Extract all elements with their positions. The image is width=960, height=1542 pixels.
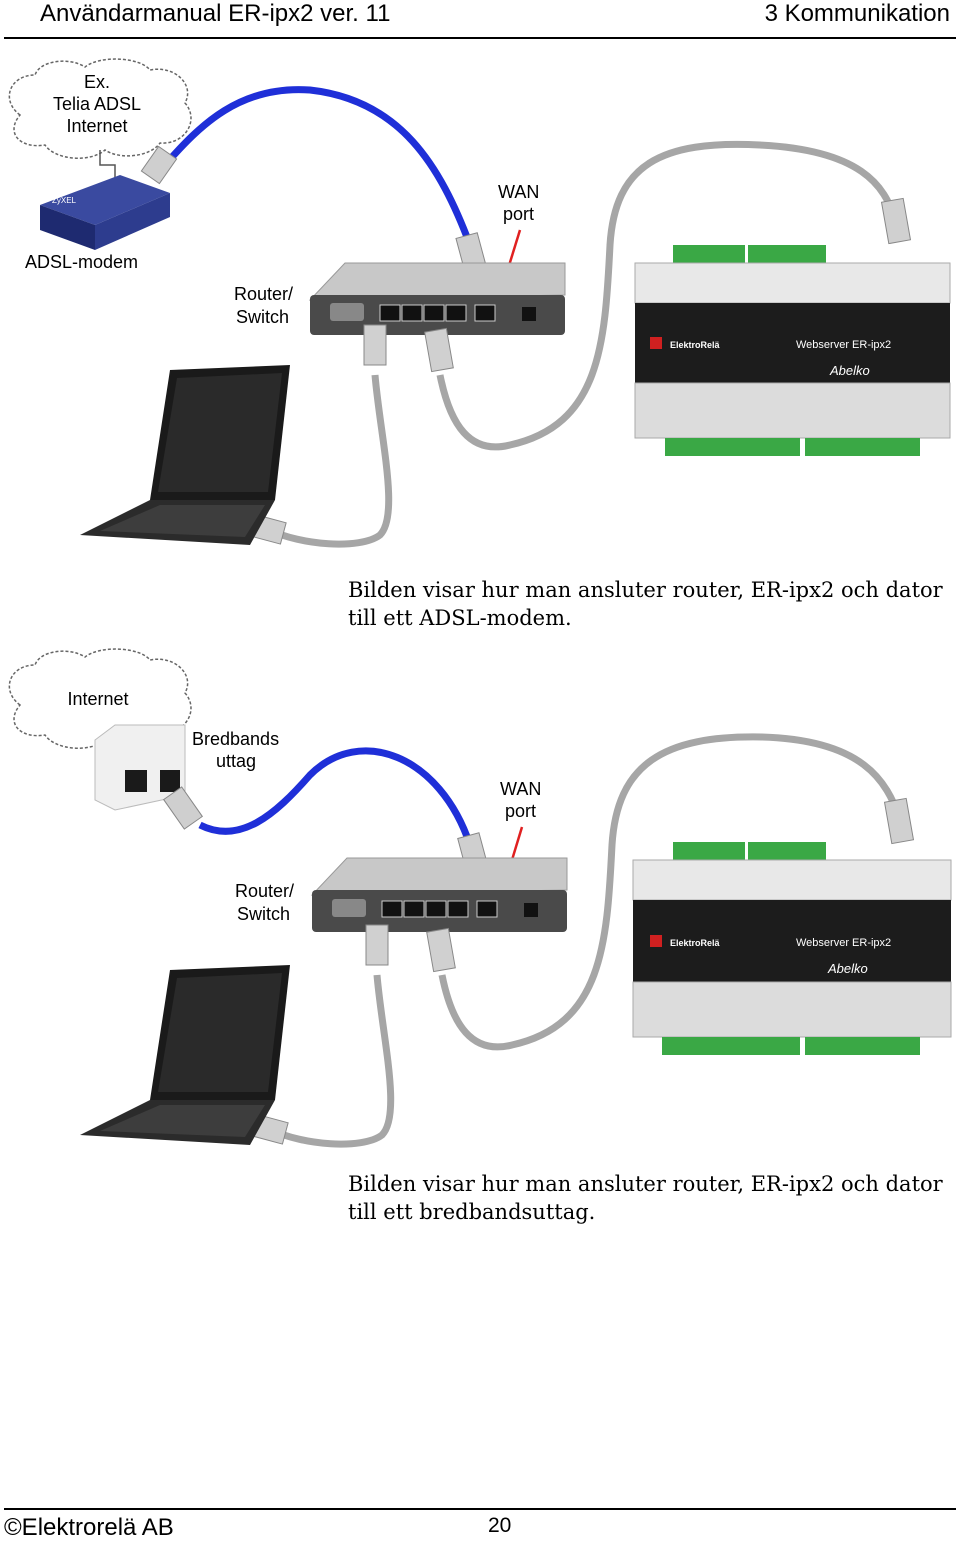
device-model: Webserver ER-ipx2 — [796, 937, 891, 949]
grey-cable-device — [438, 733, 904, 1051]
er-ipx2-device: ElektroRelä Webserver ER-ipx2 Abelko — [634, 245, 951, 456]
router-switch — [310, 857, 568, 932]
wan-label-line2: port — [503, 204, 534, 224]
header-chapter: 3 Kommunikation — [764, 0, 950, 27]
router-label-line1: Router/ — [234, 284, 293, 304]
adsl-modem: ZyXEL — [40, 175, 170, 250]
grey-cable-laptop — [270, 974, 395, 1148]
device-model: Webserver ER-ipx2 — [796, 339, 891, 351]
socket-label-line2: uttag — [216, 751, 256, 771]
figure-broadband-setup: Internet Bredbands uttag WAN port — [0, 645, 960, 1170]
footer-page-number: 20 — [488, 1514, 512, 1537]
router-label-line2: Switch — [237, 904, 290, 924]
router-switch — [308, 262, 566, 335]
cloud-label-line1: Ex. — [84, 72, 110, 92]
internet-cloud: Internet — [8, 648, 192, 749]
caption-adsl: Bilden visar hur man ansluter router, ER… — [348, 578, 943, 630]
socket-label-line1: Bredbands — [192, 729, 279, 749]
plug-icon — [162, 786, 204, 830]
header-title: Användarmanual ER-ipx2 ver. 11 — [40, 0, 391, 27]
grey-cable-device — [436, 140, 899, 451]
internet-cloud: Ex. Telia ADSL Internet — [8, 58, 192, 159]
svg-text:ZyXEL: ZyXEL — [52, 196, 77, 205]
plug-icon — [426, 927, 456, 973]
header-divider — [4, 37, 956, 39]
device-logo: Abelko — [829, 363, 870, 378]
modem-label: ADSL-modem — [25, 252, 138, 272]
router-label-line2: Switch — [236, 307, 289, 327]
cloud-label-line2: Telia ADSL — [53, 94, 141, 114]
cloud-label: Internet — [67, 689, 128, 709]
plug-icon — [883, 797, 915, 845]
blue-cable — [162, 86, 474, 247]
device-brand: ElektroRelä — [670, 938, 721, 948]
figure-adsl-setup: Ex. Telia ADSL Internet ZyXEL ADSL-modem… — [0, 45, 960, 565]
cloud-label-line3: Internet — [66, 116, 127, 136]
er-ipx2-device: ElektroRelä Webserver ER-ipx2 Abelko — [632, 842, 952, 1055]
wan-label-line2: port — [505, 801, 536, 821]
router-label-line1: Router/ — [235, 881, 294, 901]
device-logo: Abelko — [827, 961, 868, 976]
caption-broadband: Bilden visar hur man ansluter router, ER… — [348, 1172, 943, 1224]
laptop — [80, 365, 290, 545]
wan-label-line1: WAN — [500, 779, 541, 799]
figure-broadband-diagram: Internet Bredbands uttag WAN port — [8, 648, 952, 1148]
laptop — [80, 965, 290, 1145]
grey-cable-laptop — [268, 374, 393, 548]
device-brand: ElektroRelä — [670, 340, 721, 350]
plug-icon — [880, 197, 912, 245]
plug-icon — [363, 324, 387, 366]
plug-icon — [140, 145, 178, 185]
plug-icon — [365, 924, 389, 966]
wan-label-line1: WAN — [498, 182, 539, 202]
blue-cable — [198, 747, 474, 847]
figure-adsl-diagram: Ex. Telia ADSL Internet ZyXEL ADSL-modem… — [8, 58, 951, 548]
footer-copyright: ©Elektrorelä AB — [4, 1514, 174, 1541]
page-header: Användarmanual ER-ipx2 ver. 11 3 Kommuni… — [0, 0, 960, 42]
plug-icon — [424, 327, 454, 373]
footer-divider — [4, 1508, 956, 1510]
